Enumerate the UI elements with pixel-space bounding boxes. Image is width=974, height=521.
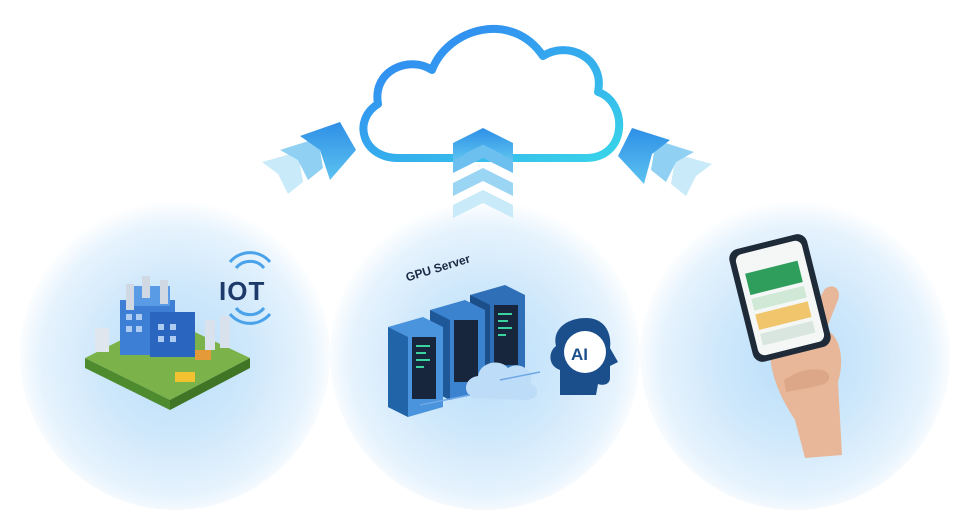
wifi-icon xyxy=(228,251,272,325)
gpu-server-icon xyxy=(388,285,541,417)
factory-iot-icon xyxy=(85,276,250,410)
ai-head-icon xyxy=(550,318,618,395)
arrow-up-icon xyxy=(453,128,513,218)
iot-label: IOT xyxy=(219,276,266,306)
arrow-up-right-icon xyxy=(618,128,712,196)
arrow-up-left-icon xyxy=(262,122,356,194)
cloud-icon xyxy=(359,25,624,162)
smartphone-hand-icon xyxy=(729,234,842,458)
ai-label: AI xyxy=(571,345,588,364)
